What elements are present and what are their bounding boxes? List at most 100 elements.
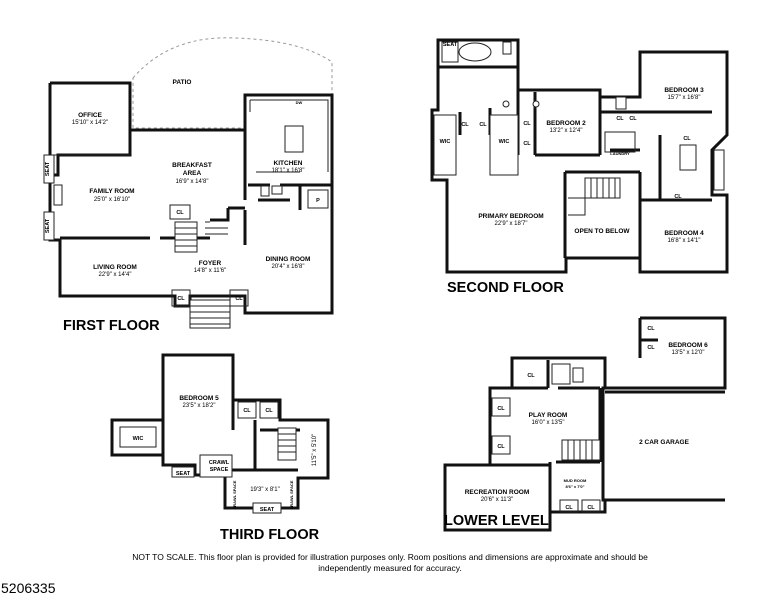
pantry bbox=[307, 189, 329, 209]
laundry-label: LAUNDRY bbox=[610, 151, 630, 156]
third-floor-exterior-walls bbox=[110, 353, 330, 510]
kitchen-island bbox=[284, 125, 304, 153]
patio-label: PATIO bbox=[173, 79, 192, 86]
foyer-label: FOYER bbox=[199, 260, 222, 267]
foyer-dims: 14'8" x 11'6" bbox=[194, 268, 226, 274]
recreation-room-dims: 20'6" x 11'3" bbox=[481, 497, 513, 503]
primary-bedroom-dims: 22'9" x 18'7" bbox=[495, 221, 528, 227]
closet-third-1-label: CL bbox=[243, 408, 251, 414]
lower-bath-toilet bbox=[572, 367, 584, 383]
entry-steps bbox=[189, 299, 231, 329]
living-room-dims: 22'9" x 14'4" bbox=[99, 272, 132, 278]
crawl-space-left-label: CRAWL SPACE bbox=[232, 480, 237, 510]
recreation-room-label: RECREATION ROOM bbox=[465, 489, 530, 496]
seat-label-upper: SEAT bbox=[45, 161, 51, 176]
dining-room-dims: 20'4" x 16'8" bbox=[272, 264, 305, 270]
second-floor-plan: SEAT BEDROOM 2 13'2" x 12'4" BEDROOM 3 1… bbox=[430, 38, 729, 296]
closet-label-foyer-right: CL bbox=[235, 296, 243, 302]
sink-a bbox=[502, 100, 510, 108]
breakfast-label-1: BREAKFAST bbox=[172, 162, 212, 169]
closet-label-breakfast: CL bbox=[176, 210, 184, 216]
closet-label-play-1: CL bbox=[497, 406, 505, 412]
powder-sink bbox=[271, 185, 283, 195]
closet-label-lower-hall: CL bbox=[527, 373, 535, 379]
dishwasher-label: DW bbox=[296, 100, 303, 105]
bedroom2-label: BEDROOM 2 bbox=[546, 120, 586, 127]
seat-family-upper bbox=[43, 154, 55, 184]
first-floor-title: FIRST FLOOR bbox=[63, 318, 160, 334]
lower-bath-shower bbox=[551, 363, 571, 385]
bedroom3-dims: 15'7" x 16'8" bbox=[668, 95, 701, 101]
closet-label-b4-2: CL bbox=[674, 194, 682, 200]
lower-level-exterior-walls bbox=[443, 316, 727, 532]
closet-label-b6-1: CL bbox=[647, 326, 655, 332]
bath-vanity bbox=[713, 149, 725, 191]
crawl-space-third bbox=[199, 454, 233, 478]
closet-label-b3-1: CL bbox=[616, 116, 624, 122]
mud-room-dims: 8'6" x 7'0" bbox=[565, 484, 584, 489]
closet-foyer-right bbox=[229, 289, 249, 307]
garage-label: 2 CAR GARAGE bbox=[639, 439, 690, 446]
primary-toilet bbox=[502, 41, 512, 55]
lower-level-plan: BEDROOM 6 13'5" x 12'0" PLAY ROOM 16'0" … bbox=[443, 316, 727, 532]
laundry-room bbox=[604, 131, 636, 153]
closet-label-b2-1: CL bbox=[523, 121, 531, 127]
hall-dims: 19'3" x 8'1" bbox=[250, 487, 280, 493]
sink-b bbox=[532, 100, 540, 108]
wic-label-left: WIC bbox=[440, 139, 451, 145]
breakfast-dims: 16'9" x 14'8" bbox=[176, 179, 209, 185]
closet-label-b6-2: CL bbox=[647, 345, 655, 351]
first-floor-plan: PATIO OFFICE 15'10" x 14'2" BREAKFAST AR… bbox=[43, 37, 334, 334]
closet-label-b2-2: CL bbox=[523, 141, 531, 147]
kitchen-dims: 18'1" x 16'8" bbox=[272, 168, 305, 174]
wic-third-label: WIC bbox=[133, 436, 144, 442]
seat-label-bath: SEAT bbox=[443, 42, 458, 48]
closet-breakfast bbox=[169, 204, 191, 220]
disclaimer: NOT TO SCALE. This floor plan is provide… bbox=[90, 552, 690, 574]
dining-room-label: DINING ROOM bbox=[266, 256, 311, 263]
bedroom4-dims: 16'8" x 14'1" bbox=[668, 238, 701, 244]
second-floor-exterior-walls bbox=[430, 38, 729, 274]
closet-label-b4-1: CL bbox=[683, 136, 691, 142]
bedroom3-label: BEDROOM 3 bbox=[664, 87, 704, 94]
closet-lower-play-1 bbox=[491, 397, 511, 417]
seat-label-lower: SEAT bbox=[45, 218, 51, 233]
pantry-label: P bbox=[316, 198, 320, 204]
bedroom4-label: BEDROOM 4 bbox=[664, 230, 704, 237]
wic-third bbox=[119, 426, 157, 448]
closet-label-foyer-left: CL bbox=[177, 296, 185, 302]
closet-third-1 bbox=[237, 401, 257, 419]
wic-right bbox=[489, 114, 519, 176]
closet-lower-mud-1 bbox=[559, 499, 579, 513]
family-room-dims: 25'0" x 16'10" bbox=[94, 197, 130, 203]
lower-level-interior-walls bbox=[490, 318, 658, 512]
powder-toilet bbox=[260, 185, 270, 197]
mud-room-label: MUD ROOM bbox=[564, 478, 587, 483]
living-room-label: LIVING ROOM bbox=[93, 264, 137, 271]
disclaimer-line-2: independently measured for accuracy. bbox=[318, 563, 462, 573]
closet-label-mud-1: CL bbox=[565, 505, 573, 511]
wic-left bbox=[433, 114, 457, 176]
third-floor-plan: BEDROOM 5 23'5" x 18'2" WIC SEAT SEAT CR… bbox=[110, 353, 330, 543]
bedroom4-tub bbox=[679, 144, 697, 171]
patio-outline bbox=[132, 37, 333, 129]
primary-shower bbox=[441, 41, 459, 63]
open-to-below-label: OPEN TO BELOW bbox=[574, 228, 630, 235]
disclaimer-line-1: NOT TO SCALE. This floor plan is provide… bbox=[132, 552, 648, 562]
seat-third-bottom-label: SEAT bbox=[260, 507, 275, 513]
primary-bedroom-label: PRIMARY BEDROOM bbox=[478, 213, 543, 220]
second-floor-title: SECOND FLOOR bbox=[447, 280, 564, 296]
crawl-space-right-label: CRAWL SPACE bbox=[289, 480, 294, 510]
bedroom6-dims: 13'5" x 12'0" bbox=[672, 350, 705, 356]
closet-label-play-2: CL bbox=[497, 444, 505, 450]
primary-tub bbox=[458, 42, 492, 62]
closet-label-primary-1: CL bbox=[461, 122, 469, 128]
closet-lower-play-2 bbox=[491, 435, 511, 455]
lower-level-title: LOWER LEVEL bbox=[444, 513, 549, 529]
play-room-dims: 16'0" x 13'5" bbox=[532, 420, 565, 426]
family-room-label: FAMILY ROOM bbox=[89, 188, 134, 195]
seat-third-left-label: SEAT bbox=[176, 471, 191, 477]
listing-id: 5206335 bbox=[1, 580, 56, 596]
lower-level-stairs bbox=[561, 439, 601, 461]
